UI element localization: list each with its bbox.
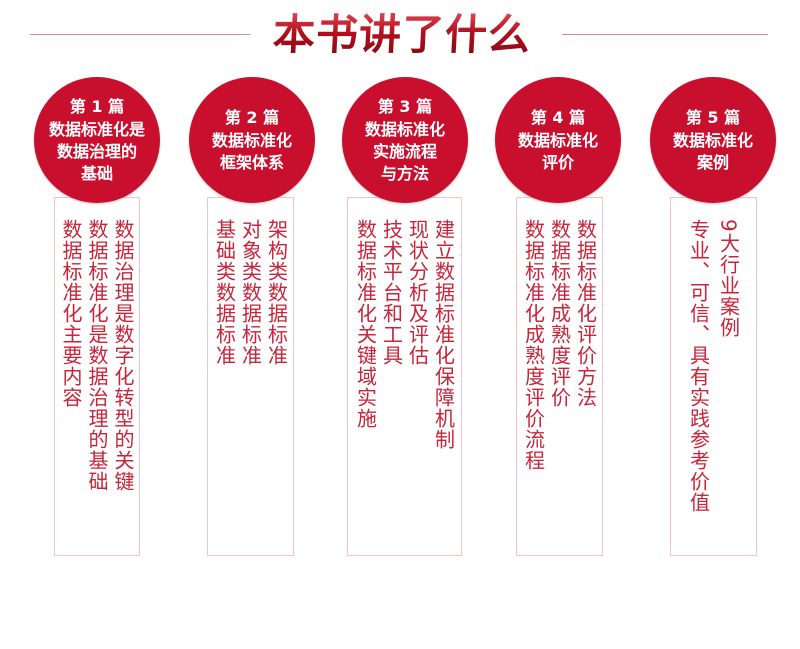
part-2-item: 基础类数据标准 xyxy=(212,219,237,366)
part-1-label: 第 1 篇 xyxy=(69,96,125,116)
part-3-badge: 第 3 篇 数据标准化 实施流程 与方法 xyxy=(342,77,468,203)
part-5-item: 9大行业案例 xyxy=(716,219,741,338)
part-1-title-line: 数据治理的 xyxy=(56,141,137,161)
part-4-items: 数据标准化评价方法 数据标准成熟度评价 数据标准化成熟度评价流程 xyxy=(516,219,603,471)
part-3-items: 建立数据标准化保障机制 现状分析及评估 技术平台和工具 数据标准化关键域实施 xyxy=(347,219,462,450)
part-4-content-box xyxy=(516,197,603,556)
part-4-title-line: 评价 xyxy=(541,152,574,172)
part-1-item: 数据标准化主要内容 xyxy=(59,219,83,408)
part-5-items: 9大行业案例 专业、可信、具有实践参考价值 xyxy=(670,219,757,513)
part-4-label: 第 4 篇 xyxy=(530,107,586,127)
part-3-title-line: 数据标准化 xyxy=(364,119,445,139)
part-5-badge: 第 5 篇 数据标准化 案例 xyxy=(650,77,776,203)
part-4-item: 数据标准化评价方法 xyxy=(573,219,598,408)
part-2-title-line: 框架体系 xyxy=(219,152,284,172)
part-3-item: 数据标准化关键域实施 xyxy=(353,219,378,429)
part-2-title-line: 数据标准化 xyxy=(211,130,292,150)
part-4-item: 数据标准成熟度评价 xyxy=(547,219,572,408)
part-3-item: 建立数据标准化保障机制 xyxy=(431,219,456,450)
part-4-badge: 第 4 篇 数据标准化 评价 xyxy=(495,77,621,203)
part-1-title-line: 基础 xyxy=(80,163,113,183)
part-1-items: 数据治理是数字化转型的关键 数据标准化是数据治理的基础 数据标准化主要内容 xyxy=(54,219,140,492)
part-3-title-line: 实施流程 xyxy=(372,141,437,161)
part-2-items: 架构类数据标准 对象类数据标准 基础类数据标准 xyxy=(207,219,294,366)
part-1-item: 数据治理是数字化转型的关键 xyxy=(111,219,135,492)
part-1-badge: 第 1 篇 数据标准化是 数据治理的 基础 xyxy=(34,77,160,203)
part-3-content-box xyxy=(347,197,462,556)
part-5-title-line: 数据标准化 xyxy=(672,130,753,150)
page-title: 本书讲了什么 xyxy=(253,10,552,60)
part-5-title-line: 案例 xyxy=(696,152,729,172)
part-3-item: 现状分析及评估 xyxy=(405,219,430,366)
part-1-title-line: 数据标准化是 xyxy=(48,119,145,139)
part-3-item: 技术平台和工具 xyxy=(379,219,404,366)
part-2-item: 对象类数据标准 xyxy=(238,219,263,366)
part-3-label: 第 3 篇 xyxy=(377,96,433,116)
part-2-item: 架构类数据标准 xyxy=(264,219,289,366)
part-5-item: 专业、可信、具有实践参考价值 xyxy=(686,219,711,513)
part-5-content-box xyxy=(670,197,757,556)
title-divider-right xyxy=(562,34,768,35)
part-4-item: 数据标准化成熟度评价流程 xyxy=(521,219,546,471)
part-1-item: 数据标准化是数据治理的基础 xyxy=(85,219,109,492)
part-3-title-line: 与方法 xyxy=(380,163,429,183)
part-2-label: 第 2 篇 xyxy=(224,107,280,127)
part-2-content-box xyxy=(207,197,294,556)
part-2-badge: 第 2 篇 数据标准化 框架体系 xyxy=(189,77,315,203)
title-divider-left xyxy=(30,34,250,35)
part-5-label: 第 5 篇 xyxy=(685,107,741,127)
part-4-title-line: 数据标准化 xyxy=(517,130,598,150)
part-1-content-box xyxy=(54,197,140,556)
